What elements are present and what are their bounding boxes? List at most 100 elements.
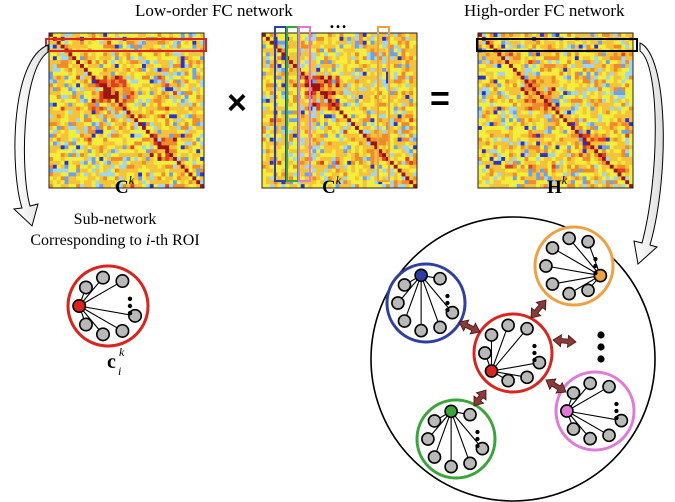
network-edge [420,274,453,313]
network-node [520,321,534,336]
network-node [78,280,93,295]
network-node [391,296,405,310]
network-node [414,323,428,338]
network-ellipsis-dot [593,263,598,269]
network-node [421,432,435,446]
network-orange [533,225,615,307]
network-node [463,407,477,422]
network-node [520,370,534,385]
matrix-middle-sup: k [335,173,342,187]
network-edge [566,410,610,436]
network-green [415,398,497,480]
network-node [545,241,560,255]
low-order-matrix-left [48,32,205,189]
network-node [581,234,595,249]
network-node [427,450,442,464]
network-focus-node [560,404,574,418]
matrix-middle-base: C [322,177,336,198]
network-node [397,278,412,292]
network-ellipsis-dot [127,311,133,316]
network-node [95,327,110,342]
network-ellipsis-dot [614,415,619,421]
network-node [484,328,499,342]
equals-operator: = [430,80,450,118]
network-node [539,259,553,273]
network-node [444,459,458,474]
row-highlight-red [45,38,207,52]
network-ellipsis-dot [127,296,133,301]
network-edge [433,411,452,458]
high-order-title: High-order FC network [464,1,625,20]
network-node [433,320,447,335]
network-ellipsis-dot [445,293,450,299]
subnetwork-red [66,264,150,348]
column-highlight-pink [298,26,311,182]
network-node [581,283,595,298]
multiply-operator: × [227,84,247,122]
row-highlight-black [476,38,638,52]
network-node [115,323,130,338]
network-edge [566,386,610,412]
network-focus-node [414,268,428,283]
matrix-label-right: Hk [547,173,567,199]
high-order-matrix [477,32,634,189]
left-curved-arrow [12,44,49,227]
network-edge [79,305,136,317]
network-ellipsis-dot [532,350,537,356]
center-network-red [472,312,554,394]
matrix-border [48,32,205,189]
network-edge [450,411,471,464]
network-edge [78,280,123,307]
big-ellipsis-dot [597,355,605,363]
network-edge [450,410,483,449]
network-node [95,270,110,285]
network-node [602,428,616,443]
big-ellipsis-dot [597,331,605,339]
network-node [78,317,93,332]
network-ellipsis-dot [532,343,537,349]
network-focus-node [72,298,87,313]
matrix-left-sup: k [128,173,135,187]
arrow-to-green [473,389,487,407]
network-ellipsis-dot [614,408,619,414]
network-ellipsis-dot [445,307,450,313]
network-node [478,346,492,360]
network-focus-node [484,364,499,378]
matrix-right-base: H [547,177,562,198]
network-node [583,431,597,446]
network-node [583,376,597,391]
matrix-label-left: Ck [115,173,134,199]
network-edge [78,305,123,332]
network-edge [491,362,540,372]
network-edge [552,247,601,277]
vector-sub: i [118,364,122,378]
column-highlight-orange [377,26,390,182]
network-pink [554,370,636,452]
network-node [433,271,447,286]
network-edge [552,275,601,285]
network-ellipsis-dot [127,303,133,309]
column-ellipsis: … [329,12,347,32]
network-node [427,414,442,428]
network-node [397,314,412,328]
big-ellipsis-dot [597,343,605,351]
matrix-right-sup: k [561,173,568,187]
arrow-to-pink [545,378,567,394]
low-order-title: Low-order FC network [135,1,293,20]
subnetwork-line2: Corresponding to i-th ROI [30,232,200,249]
network-ellipsis-dot [614,401,619,407]
subnetwork-caption: Sub-network Corresponding to i-th ROI [0,209,230,251]
network-node [501,318,515,333]
network-edge [566,410,622,422]
network-edge [490,325,509,372]
network-node [602,379,616,394]
subnetwork-vector-label: c k i [107,345,124,378]
network-node [562,286,576,301]
matrix-label-middle: Ck [322,173,341,199]
network-node [545,277,560,291]
arrow-to-blue [458,319,481,335]
vector-sup: k [119,345,125,359]
network-node [566,422,581,436]
